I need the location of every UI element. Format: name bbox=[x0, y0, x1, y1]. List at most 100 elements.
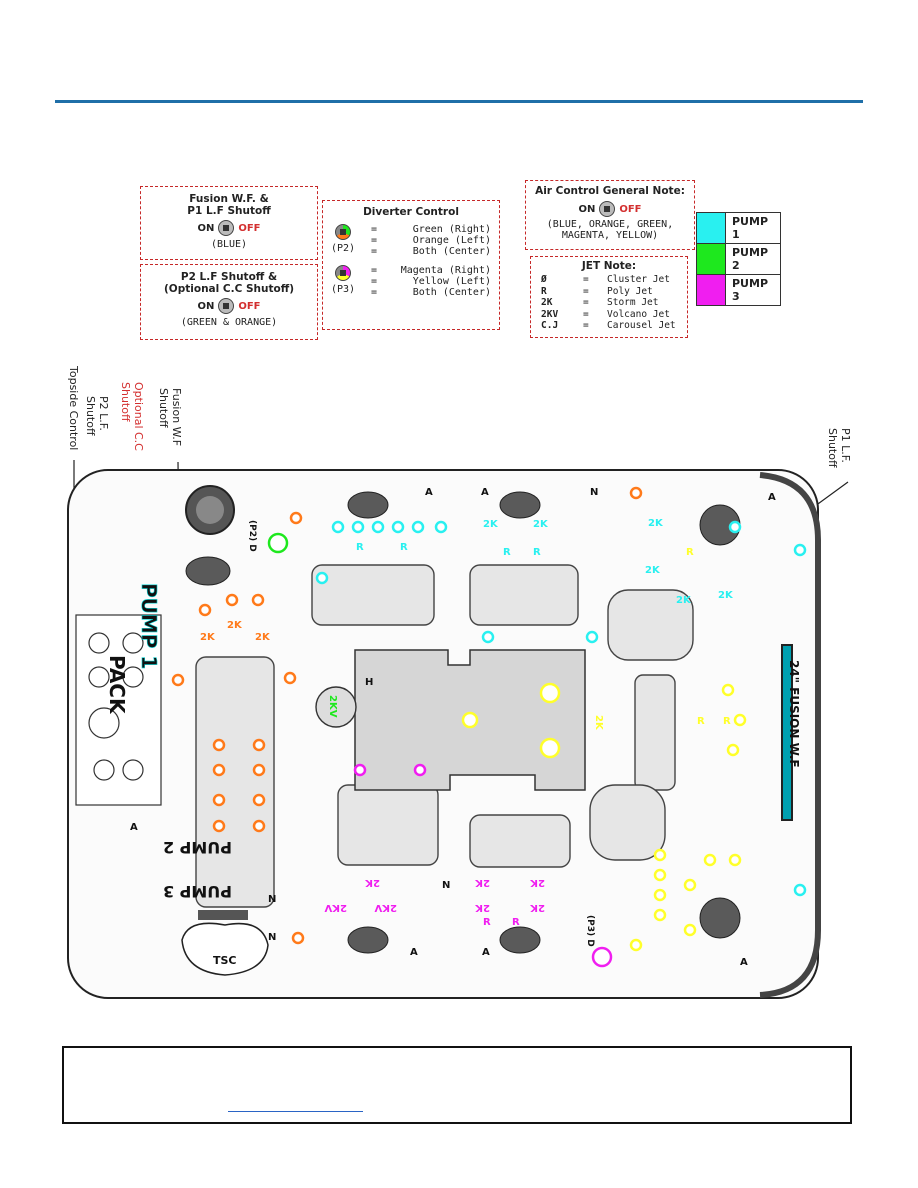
air-note-line2: MAGENTA, YELLOW) bbox=[561, 230, 659, 241]
pillow bbox=[699, 897, 741, 939]
off-label: OFF bbox=[619, 203, 642, 215]
filter-core bbox=[196, 496, 224, 524]
jet-icon bbox=[267, 532, 289, 554]
jet-icon bbox=[252, 738, 266, 752]
jet-note-row: C.J=Carousel Jet bbox=[531, 320, 687, 332]
corner-seat bbox=[607, 589, 694, 661]
legend-row: PUMP 2 bbox=[696, 243, 781, 275]
legend-label: PUMP 3 bbox=[725, 274, 781, 306]
fusion-box-note: (BLUE) bbox=[210, 239, 248, 250]
legend-label: PUMP 1 bbox=[725, 212, 781, 244]
storm-jet-label: 2K bbox=[533, 519, 549, 530]
diverter-value: Yellow (Left) bbox=[412, 276, 491, 287]
jet-note-row: Ø=Cluster Jet bbox=[531, 274, 687, 286]
lounge-seat bbox=[195, 656, 275, 908]
jet-icon bbox=[793, 543, 807, 557]
on-label: ON bbox=[578, 203, 596, 215]
jet-icon bbox=[252, 763, 266, 777]
jet-note-title: JET Note: bbox=[581, 260, 637, 272]
storm-jet-label: 2K bbox=[474, 902, 490, 913]
diverter-p3-icon bbox=[335, 265, 351, 281]
jet-note-cell: = bbox=[583, 297, 589, 308]
air-control-label: A bbox=[425, 487, 433, 498]
eq: = bbox=[371, 224, 378, 235]
pack-circle bbox=[122, 759, 144, 781]
pillow bbox=[499, 926, 541, 954]
jet-icon bbox=[171, 673, 185, 687]
corner-seat bbox=[589, 784, 666, 861]
seat bbox=[469, 814, 571, 868]
jet-icon bbox=[461, 711, 479, 729]
air-knob-icon bbox=[218, 220, 235, 236]
jet-icon bbox=[728, 853, 742, 867]
p2-box-title: P2 L.F Shutoff & bbox=[180, 271, 278, 283]
jet-icon bbox=[251, 593, 265, 607]
jet-note-cell: Ø bbox=[541, 274, 547, 285]
jet-icon bbox=[728, 520, 742, 534]
fusion-box-subtitle: P1 L.F Shutoff bbox=[187, 205, 271, 217]
air-knob-icon bbox=[218, 298, 235, 314]
poly-jet-label: R bbox=[503, 547, 511, 558]
air-knob-icon bbox=[599, 201, 616, 217]
air-control-label: A bbox=[481, 487, 489, 498]
poly-jet-label: R bbox=[483, 917, 491, 928]
jet-icon bbox=[413, 763, 427, 777]
poly-jet-label: R bbox=[697, 716, 705, 727]
storm-jet-label: 2K bbox=[227, 620, 243, 631]
bottom-link-underline[interactable] bbox=[228, 1111, 363, 1112]
storm-jet-label: 2K bbox=[483, 519, 499, 530]
pillow bbox=[347, 926, 389, 954]
jet-icon bbox=[252, 819, 266, 833]
storm-jet-label: 2K bbox=[529, 902, 545, 913]
tsc-grille bbox=[198, 910, 248, 920]
seat bbox=[634, 674, 676, 791]
pack-circle bbox=[93, 759, 115, 781]
jet-icon bbox=[539, 682, 561, 704]
jet-note-row: 2K=Storm Jet bbox=[531, 297, 687, 309]
shutoff-label: N bbox=[590, 487, 598, 498]
p2-shutoff-box: P2 L.F Shutoff & (Optional C.C Shutoff) … bbox=[140, 264, 318, 340]
2kv-jet-body bbox=[315, 686, 357, 728]
tsc-shape bbox=[181, 922, 269, 976]
pack-label: PACK bbox=[105, 655, 129, 715]
poly-jet-label: R bbox=[533, 547, 541, 558]
pack-circle bbox=[88, 632, 110, 654]
air-control-label: A bbox=[482, 947, 490, 958]
seat bbox=[337, 784, 439, 866]
on-label: ON bbox=[197, 222, 215, 234]
air-control-label: A bbox=[410, 947, 418, 958]
storm-jet-label: 2K bbox=[676, 595, 692, 606]
pump3-swatch bbox=[696, 274, 726, 306]
jet-icon bbox=[793, 883, 807, 897]
storm-jet-label: 2K bbox=[529, 877, 545, 888]
pump-legend: PUMP 1 PUMP 2 PUMP 3 bbox=[696, 212, 781, 306]
fusion-24-label: 24" FUSION W.F bbox=[787, 660, 801, 768]
jet-icon bbox=[434, 520, 448, 534]
storm-jet-label: 2K bbox=[593, 715, 604, 731]
diverter-value: Magenta (Right) bbox=[400, 265, 491, 276]
storm-jet-label: 2K bbox=[255, 632, 271, 643]
jet-icon bbox=[225, 593, 239, 607]
air-control-label: A bbox=[768, 492, 776, 503]
storm-jet-label: 2K bbox=[364, 877, 380, 888]
shutoff-label: N bbox=[268, 894, 276, 905]
jet-icon bbox=[683, 878, 697, 892]
jet-icon bbox=[629, 938, 643, 952]
pillows bbox=[185, 491, 741, 954]
jet-icon bbox=[411, 520, 425, 534]
seats bbox=[195, 564, 694, 908]
jet-icon bbox=[289, 511, 303, 525]
header-rule bbox=[55, 100, 863, 103]
jet-icon bbox=[198, 603, 212, 617]
pack-circle bbox=[88, 666, 110, 688]
storm-jet-label: 2K bbox=[645, 565, 661, 576]
jet-icon bbox=[481, 630, 495, 644]
eq: = bbox=[371, 287, 378, 298]
jet-icon bbox=[212, 819, 226, 833]
shutoff-label: N bbox=[442, 880, 450, 891]
diverter-value: Both (Center) bbox=[412, 246, 491, 257]
